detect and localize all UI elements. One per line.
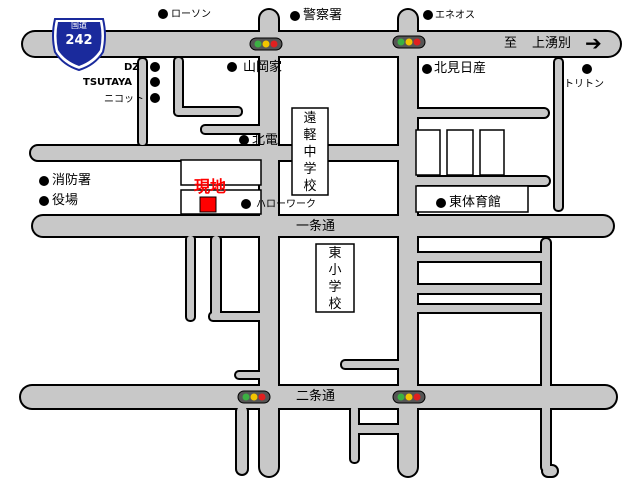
- traffic-light-icon: [249, 37, 283, 51]
- tsutaya-dot-icon: [150, 77, 160, 87]
- label-lawson: ローソン: [171, 9, 211, 20]
- buildings: [180, 107, 529, 313]
- nijo-road: [21, 386, 616, 408]
- landmark-dots: [39, 9, 592, 209]
- label-engaru-jhs: 遠軽中学校: [303, 111, 317, 194]
- police-dot-icon: [290, 11, 300, 21]
- traffic-light-icon: [392, 35, 426, 49]
- label-yamaokaya: 山岡家: [243, 60, 283, 75]
- engaru-jhs-box: [291, 107, 329, 196]
- label-nikotto: ニコット: [104, 94, 144, 105]
- route-242-road: [23, 32, 620, 56]
- hokuden-dot-icon: [239, 135, 249, 145]
- label-tsutaya: TSUTAYA: [83, 77, 132, 88]
- gymnasium-dot-icon: [436, 198, 446, 208]
- eneos-dot-icon: [423, 10, 433, 20]
- label-fire-station: 消防署: [52, 173, 92, 188]
- route-shield-label: 国道: [71, 21, 87, 30]
- label-higashi-es: 東小学校: [328, 246, 342, 312]
- road-name-ichijo: 一条通: [296, 219, 336, 234]
- traffic-light-icon: [392, 390, 426, 404]
- direction-arrow-icon: ➔: [585, 31, 602, 55]
- label-police: 警察署: [303, 8, 343, 23]
- current-location-label: 現地: [194, 177, 227, 196]
- label-toriton: トリトン: [564, 79, 604, 90]
- direction-prefix: 至: [504, 36, 518, 51]
- traffic-light-icons: [237, 35, 426, 404]
- road-fill-layer: [21, 10, 620, 476]
- label-hello-work: ハローワーク: [256, 199, 316, 210]
- direction-destination: 上湧別: [532, 36, 572, 51]
- higashi-es-box: [315, 243, 355, 313]
- label-eneos: エネオス: [435, 10, 475, 21]
- current-location-marker-icon: [199, 196, 217, 213]
- block-north-genchi: [180, 159, 262, 186]
- route-shield-number: 242: [65, 33, 93, 48]
- label-town-hall: 役場: [52, 193, 79, 208]
- lawson-dot-icon: [158, 9, 168, 19]
- label-dz: DZ: [124, 62, 140, 73]
- label-hokuden: 北電: [252, 133, 279, 148]
- ichijo-road: [33, 216, 613, 236]
- road-name-nijo: 二条通: [296, 389, 336, 404]
- town-hall-dot-icon: [39, 196, 49, 206]
- dz-dot-icon: [150, 62, 160, 72]
- label-kitami-nissan: 北見日産: [434, 61, 487, 76]
- traffic-light-icon: [237, 390, 271, 404]
- label-gymnasium: 東体育館: [449, 195, 502, 210]
- kitami-nissan-dot-icon: [422, 64, 432, 74]
- nikotto-dot-icon: [150, 93, 160, 103]
- route-242-shield-icon: [52, 18, 106, 72]
- hello-work-dot-icon: [241, 199, 251, 209]
- yamaokaya-dot-icon: [227, 62, 237, 72]
- gym-box: [415, 185, 529, 213]
- toriton-dot-icon: [582, 64, 592, 74]
- fire-station-dot-icon: [39, 176, 49, 186]
